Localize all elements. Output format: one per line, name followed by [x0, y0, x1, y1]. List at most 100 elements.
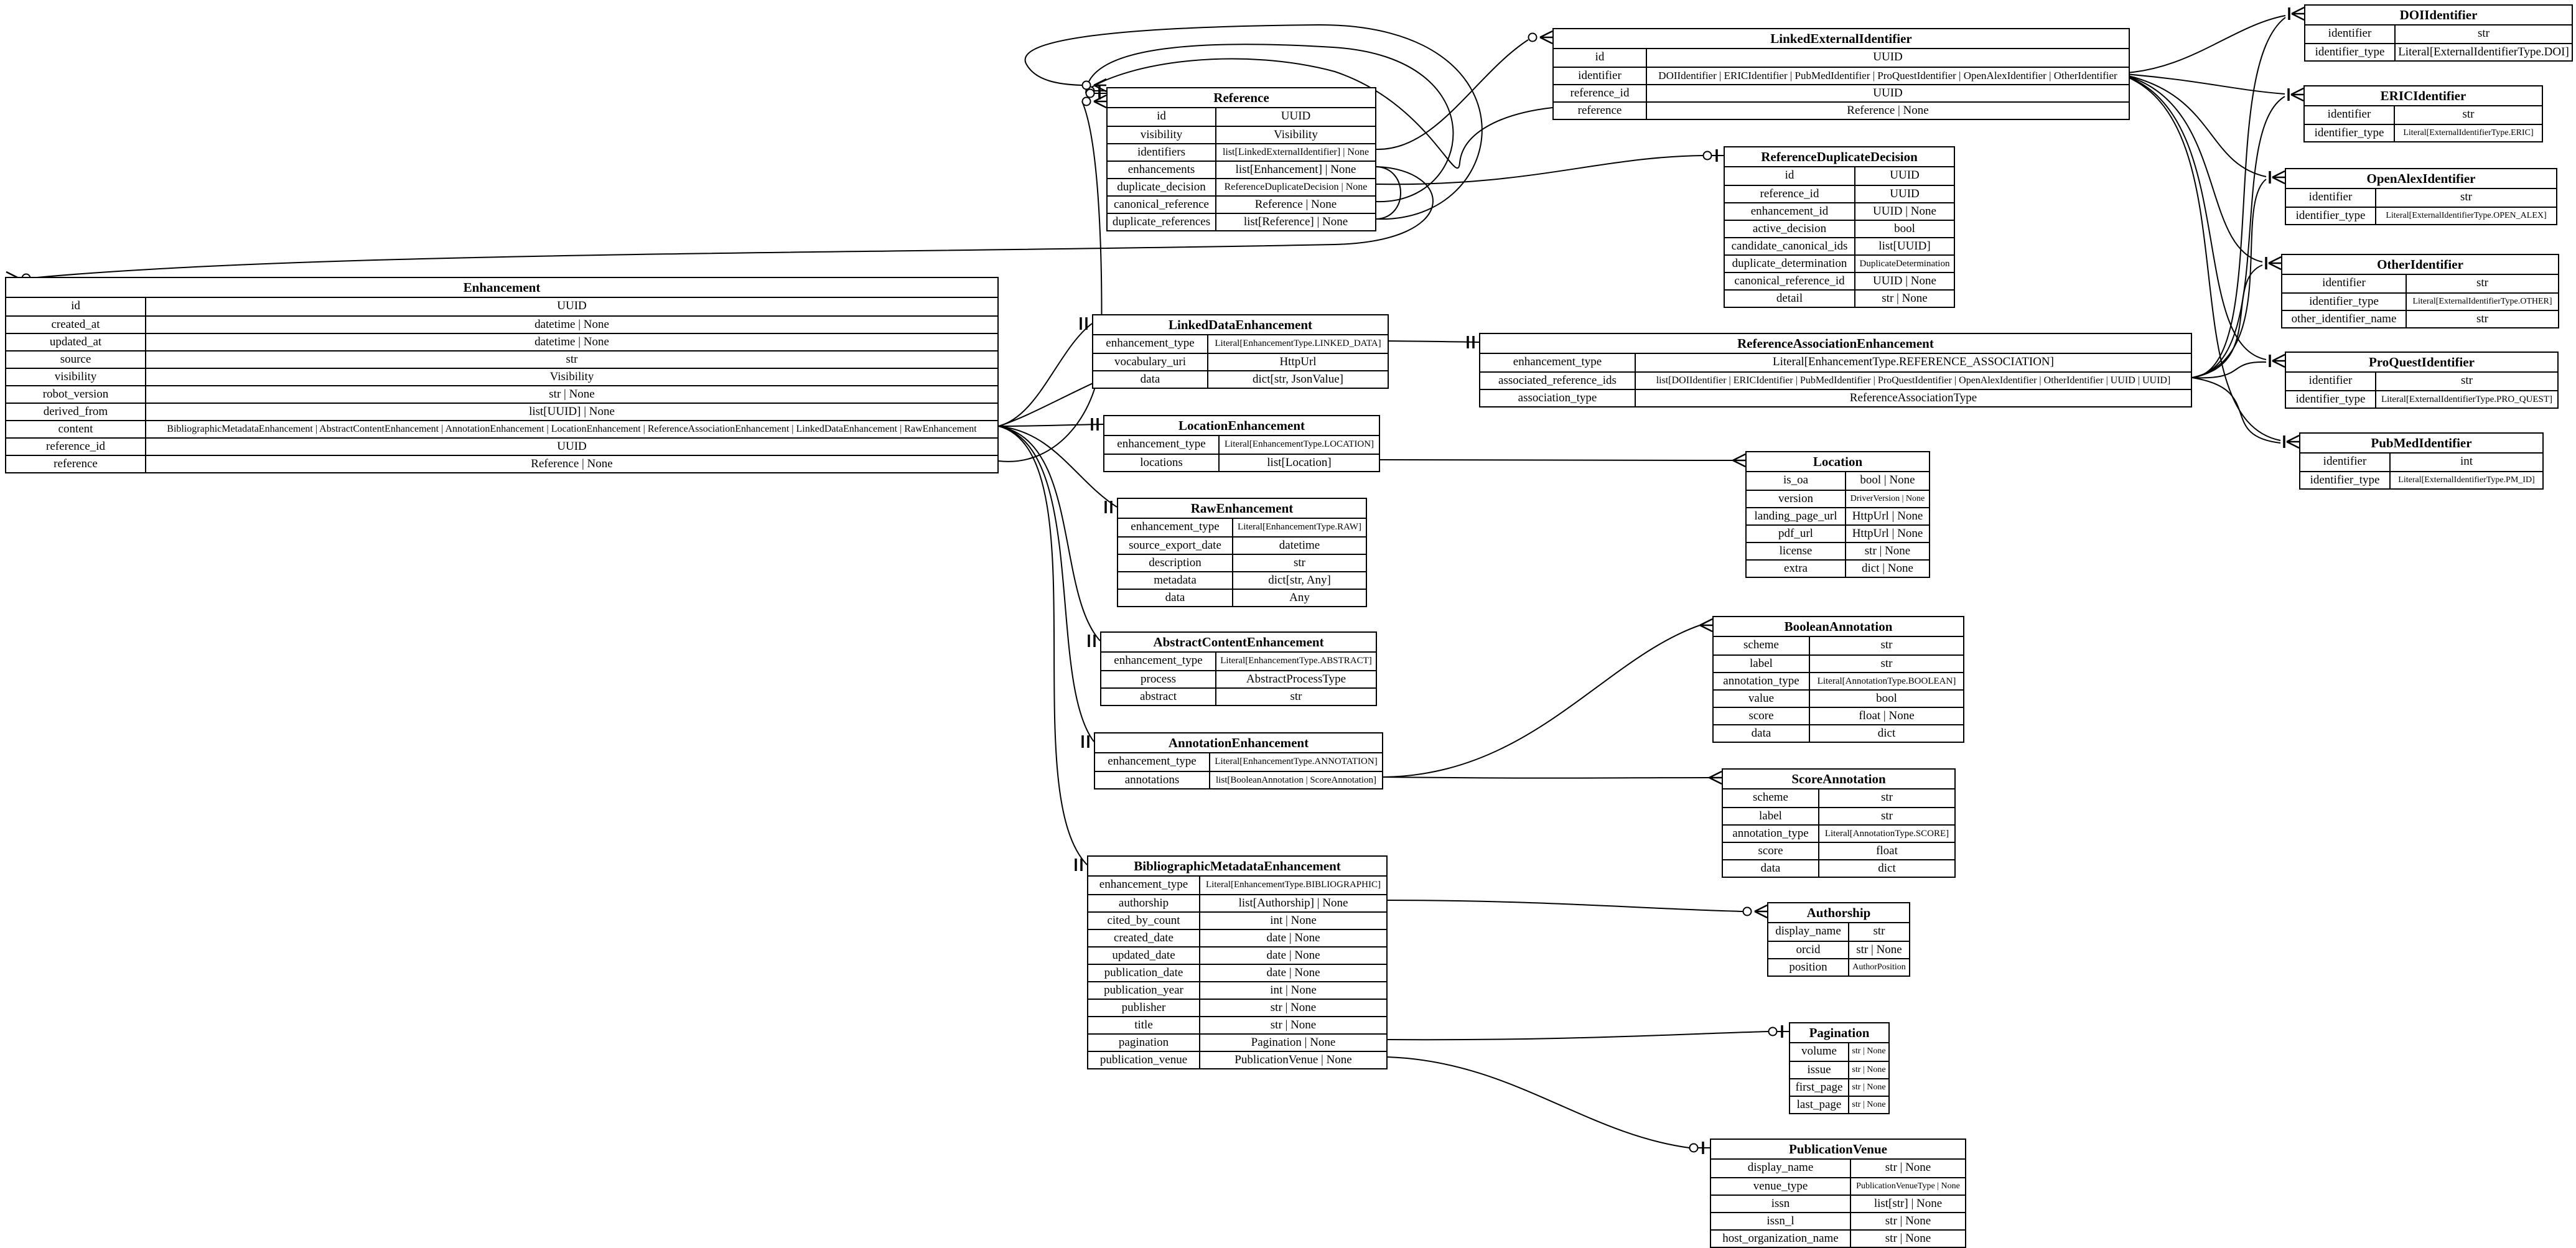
- field-name: identifier: [2286, 189, 2376, 207]
- field-type: int | None: [1270, 984, 1317, 997]
- field-type: list[LinkedExternalIdentifier] | None: [1222, 147, 1370, 157]
- field-name: enhancement_type: [1104, 436, 1220, 454]
- field-name: reference_id: [1554, 85, 1647, 101]
- field-name: identifier: [2282, 275, 2407, 292]
- field-type: str: [2476, 312, 2488, 325]
- edge-ReferenceAssociationEnhancement.associated_reference_ids-to-OtherIdentifier: [2191, 264, 2263, 378]
- field-type: Literal[ExternalIdentifierType.PM_ID]: [2398, 475, 2535, 485]
- field-name: score: [1723, 843, 1819, 859]
- field-type: str: [2478, 27, 2490, 40]
- field-name: enhancement_type: [1118, 519, 1233, 536]
- entity-title: OpenAlexIdentifier: [2286, 169, 2556, 189]
- field-name: identifier_type: [2305, 44, 2396, 60]
- entity-title: ReferenceDuplicateDecision: [1725, 147, 1954, 167]
- field-row: identifier str: [2282, 275, 2558, 292]
- field-name: enhancements: [1108, 162, 1216, 178]
- field-type: Literal[EnhancementType.RAW]: [1238, 522, 1361, 532]
- field-name: cited_by_count: [1088, 913, 1200, 929]
- field-type: str: [2460, 190, 2472, 203]
- cardinality-one-many-marker: [2283, 434, 2300, 449]
- field-type: str: [1881, 791, 1893, 804]
- cardinality-zero-many-marker: [1081, 94, 1107, 109]
- field-type: bool: [1894, 222, 1915, 235]
- entity-title: LinkedExternalIdentifier: [1554, 29, 2129, 49]
- edge-LinkedExternalIdentifier.identifier-to-ProQuestIdentifier: [2117, 73, 2267, 360]
- field-name: metadata: [1118, 572, 1233, 589]
- field-name: derived_from: [6, 404, 146, 420]
- field-type: str | None: [549, 388, 595, 401]
- field-name: duplicate_decision: [1108, 179, 1216, 195]
- cardinality-many-marker: [1709, 770, 1722, 785]
- cardinality-zero-many-marker: [1081, 78, 1107, 93]
- cardinality-zero-many-marker: [1742, 904, 1768, 919]
- field-name: label: [1723, 808, 1819, 824]
- field-type: dict: [1877, 727, 1896, 740]
- field-type: str: [2476, 276, 2488, 289]
- cardinality-one-marker: [1075, 859, 1083, 871]
- field-name: canonical_reference_id: [1725, 273, 1855, 289]
- entity-title: ScoreAnnotation: [1723, 770, 1954, 789]
- field-name: authorship: [1088, 895, 1200, 911]
- field-name: display_name: [1711, 1160, 1851, 1177]
- field-type: UUID | None: [1873, 205, 1936, 218]
- field-type: Pagination | None: [1251, 1036, 1336, 1049]
- field-name: identifier: [2305, 106, 2395, 124]
- edge-LinkedExternalIdentifier.identifier-to-OtherIdentifier: [2117, 73, 2263, 263]
- edge-Enhancement.reference-to-Reference: [998, 101, 1103, 462]
- field-type: Literal[AnnotationType.SCORE]: [1824, 829, 1949, 839]
- field-row: identifier str: [2286, 189, 2556, 207]
- field-type: Literal[AnnotationType.BOOLEAN]: [1817, 676, 1956, 686]
- cardinality-one-many-marker: [2269, 170, 2285, 185]
- field-type: list[UUID]: [1878, 240, 1931, 253]
- field-name: canonical_reference: [1108, 197, 1216, 213]
- field-type: PublicationVenue | None: [1234, 1053, 1352, 1066]
- field-type: int | None: [1270, 914, 1317, 927]
- cardinality-zero-one-marker: [1702, 149, 1724, 162]
- field-type: Literal[EnhancementType.LOCATION]: [1224, 439, 1374, 449]
- field-name: position: [1768, 959, 1849, 976]
- cardinality-zero-one-marker: [1085, 87, 1106, 100]
- field-name: data: [1118, 590, 1233, 606]
- field-type: AbstractProcessType: [1246, 673, 1346, 686]
- field-name: identifier_type: [2286, 391, 2376, 407]
- field-name: identifier: [2305, 26, 2396, 43]
- field-type: Literal[EnhancementType.REFERENCE_ASSOCI…: [1773, 355, 2054, 368]
- field-name: publication_venue: [1088, 1052, 1200, 1068]
- edge-Enhancement.content-to-BibliographicMetadataEnhancement: [998, 426, 1088, 865]
- field-type: str | None: [1882, 292, 1928, 305]
- field-type: UUID: [1890, 187, 1920, 200]
- entity-title: RawEnhancement: [1118, 499, 1366, 519]
